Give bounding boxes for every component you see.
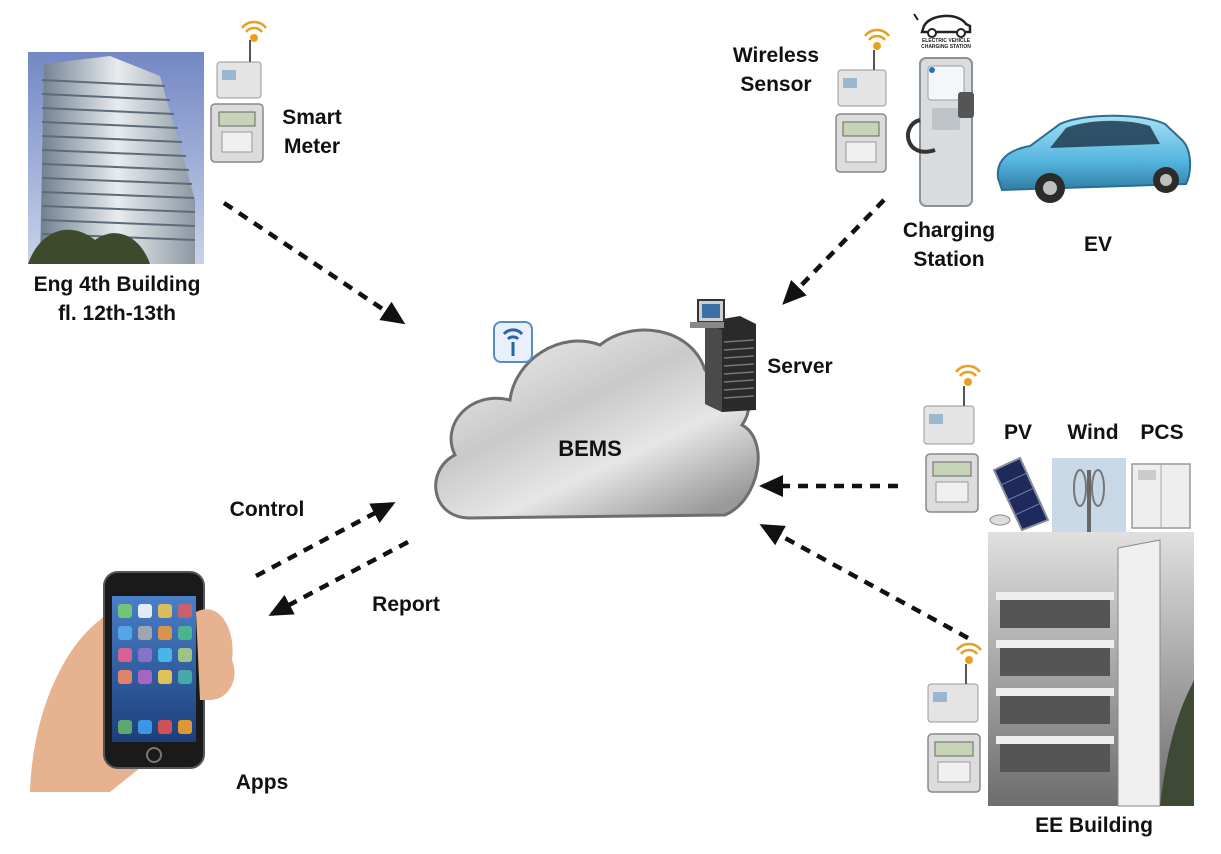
- wireless-sensor-label-line2: Sensor: [740, 73, 812, 96]
- smart-meter-icon: [210, 103, 264, 163]
- smart-meter-icon: [835, 113, 887, 173]
- eng-building-label-line2: fl. 12th-13th: [58, 302, 176, 325]
- ev-charging-sign-icon: [913, 13, 972, 38]
- pcs-inverter-icon: [1131, 463, 1191, 529]
- arrow-ee-building-to-bems: [759, 524, 970, 640]
- wireless-sensor-label-line1: Wireless: [732, 44, 820, 67]
- charging-station-sign: ELECTRIC VEHICLE CHARGING STATION: [906, 38, 986, 50]
- report-label: Report: [372, 593, 440, 616]
- smart-meter-label-line2: Meter: [283, 135, 341, 158]
- eng-building-label: Eng 4th Building fl. 12th-13th: [6, 270, 228, 328]
- charging-station-label-line2: Station: [913, 248, 985, 271]
- smart-meter-icon: [927, 733, 981, 793]
- pv-panel-icon: [989, 456, 1050, 532]
- charging-station-label-line1: Charging: [902, 219, 996, 242]
- charging-station-sign-line1: ELECTRIC VEHICLE: [921, 38, 971, 44]
- wifi-signal-icon: [493, 321, 533, 363]
- wind-label: Wind: [1067, 421, 1119, 444]
- smart-meter-icon: [925, 453, 979, 513]
- charging-station-sign-line2: CHARGING STATION: [921, 44, 971, 50]
- wireless-sensor-device-icon: [927, 642, 982, 723]
- arrow-eng-building-to-bems: [222, 201, 406, 325]
- wind-turbine-icon: [1052, 458, 1126, 532]
- ee-building-label: EE Building: [1035, 814, 1153, 837]
- apps-label: Apps: [235, 771, 289, 794]
- pv-label: PV: [1003, 421, 1032, 444]
- wireless-sensor-label: Wireless Sensor: [716, 41, 836, 99]
- ee-building-photo: [988, 532, 1194, 807]
- server-rack-icon: [690, 299, 756, 412]
- wireless-sensor-device-icon: [923, 364, 981, 445]
- smart-meter-label-line1: Smart: [282, 106, 342, 129]
- charging-station-icon: [906, 57, 974, 207]
- arrow-report-to-apps: [268, 540, 410, 616]
- arrow-control-to-bems: [254, 502, 396, 578]
- charging-station-label: Charging Station: [886, 216, 1012, 274]
- server-label: Server: [767, 355, 833, 378]
- pcs-label: PCS: [1140, 421, 1184, 444]
- control-label: Control: [229, 498, 305, 521]
- eng-building-photo: [28, 52, 204, 264]
- smart-meter-label: Smart Meter: [262, 103, 362, 161]
- wireless-sensor-device-icon: [837, 28, 890, 107]
- ev-label: EV: [1083, 233, 1112, 256]
- bems-label: BEMS: [558, 436, 622, 461]
- bems-cloud: [434, 328, 760, 520]
- eng-building-label-line1: Eng 4th Building: [33, 273, 201, 296]
- smartphone-in-hand-icon: [30, 571, 235, 792]
- arrow-charging-to-bems: [782, 198, 886, 305]
- wireless-sensor-device-icon: [216, 20, 267, 99]
- electric-car-icon: [996, 114, 1192, 203]
